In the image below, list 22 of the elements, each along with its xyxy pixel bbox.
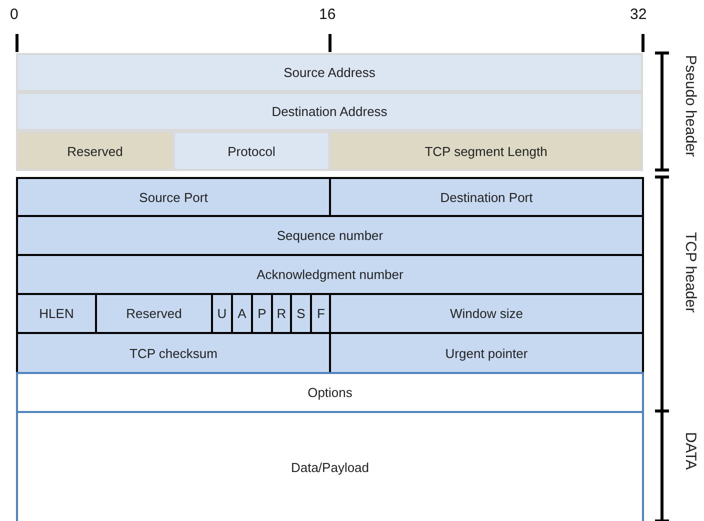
header-field: Options	[16, 372, 644, 413]
header-field: Sequence number	[16, 215, 644, 256]
header-field: Source Address	[16, 53, 643, 92]
header-field: Data/Payload	[16, 411, 644, 521]
header-field: Urgent pointer	[329, 332, 644, 374]
header-field: Destination Address	[16, 92, 643, 131]
header-field: Reserved	[95, 293, 213, 334]
section-label: DATA	[682, 432, 699, 470]
section-label: Pseudo header	[682, 55, 699, 157]
bit-offset: 32	[630, 6, 647, 23]
bit-offset: 16	[319, 6, 336, 23]
header-field: Source Port	[16, 177, 331, 217]
section-label: TCP header	[682, 232, 699, 313]
bit-offset: 0	[10, 6, 18, 23]
header-field: Acknowledgment number	[16, 254, 644, 295]
header-field: Window size	[329, 293, 644, 334]
header-field: HLEN	[16, 293, 97, 334]
header-field: Destination Port	[329, 177, 644, 217]
header-field: TCP segment Length	[329, 131, 643, 171]
header-field: TCP checksum	[16, 332, 331, 374]
header-field: Reserved	[16, 131, 174, 171]
header-field: Protocol	[173, 131, 330, 171]
